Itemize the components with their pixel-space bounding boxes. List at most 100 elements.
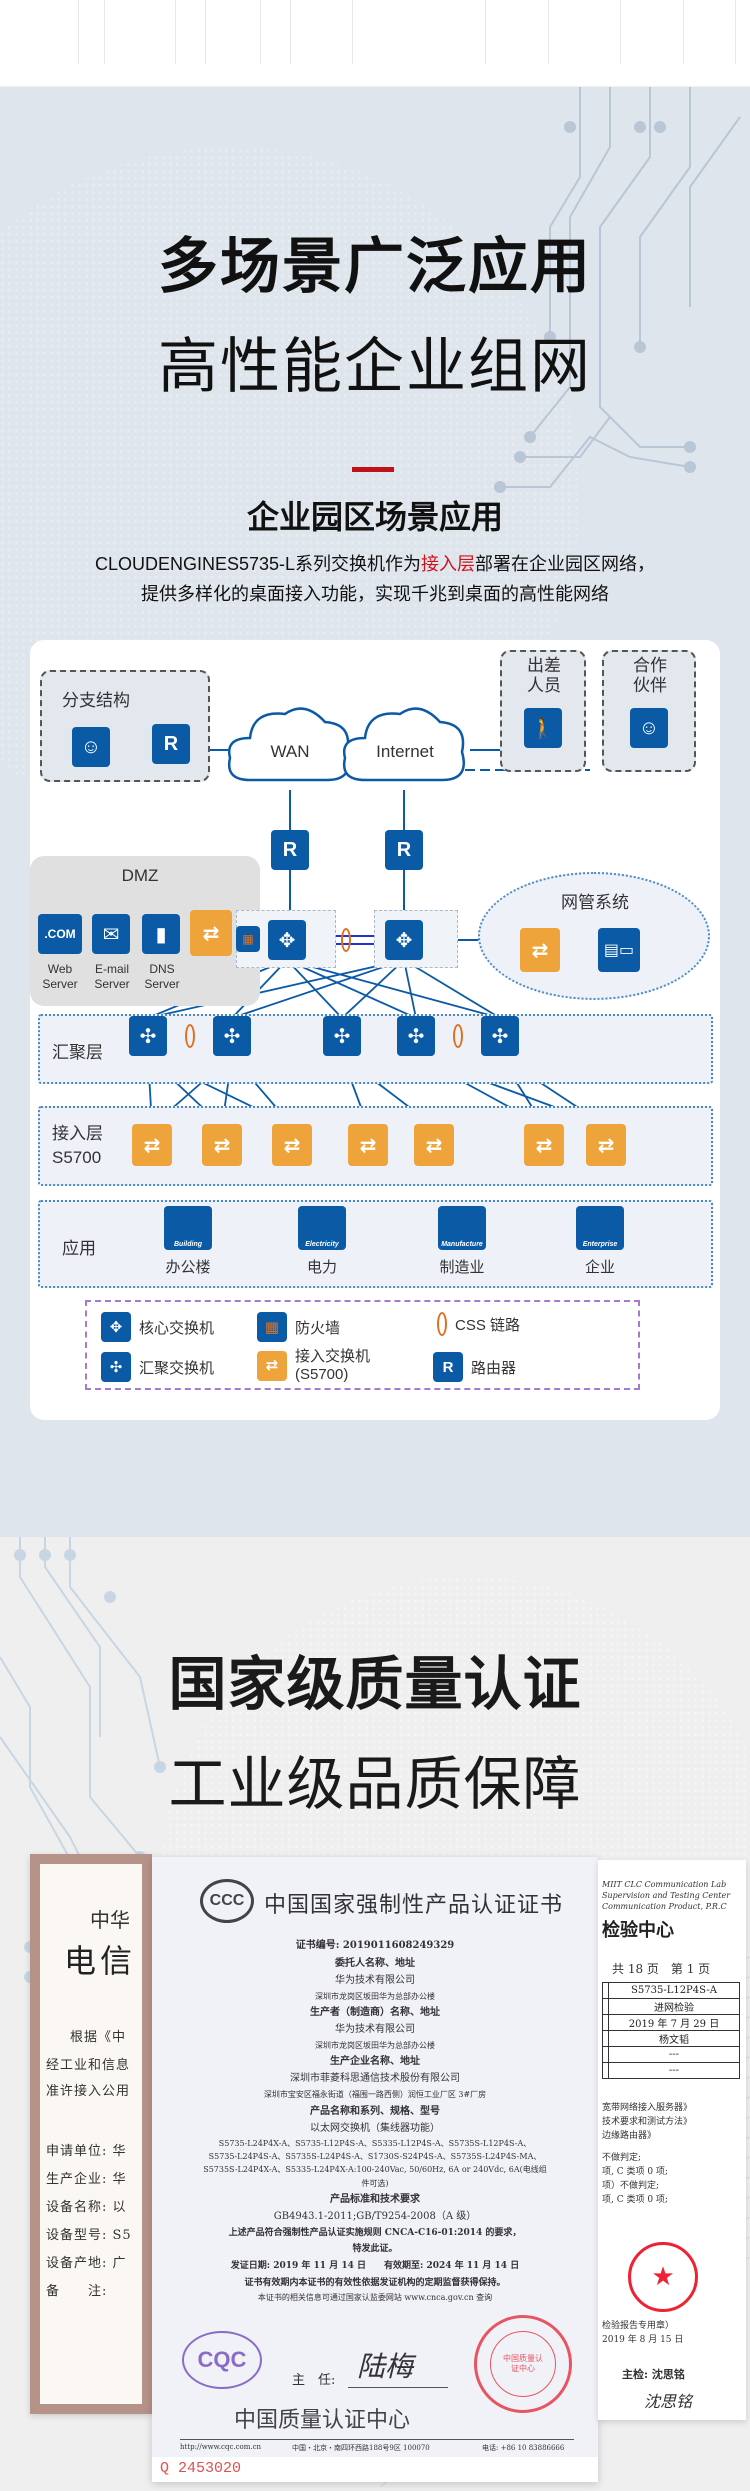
access-layer-name: 接入层 bbox=[52, 1124, 103, 1143]
cert-right-row: --- bbox=[602, 2062, 740, 2079]
core-switch-icon[interactable]: ✥ bbox=[385, 920, 423, 960]
cert-address: 中国・北京・南四环西路188号9区 100070 bbox=[292, 2444, 430, 2452]
cert-line-models3: S5735S-L24P4X-A、S5335-L24P4X-A:100-240Va… bbox=[203, 2165, 547, 2174]
cert-right-row: --- bbox=[602, 2046, 740, 2063]
legend-label-name: 接入交换机 bbox=[295, 1348, 371, 1365]
title-divider bbox=[352, 467, 394, 472]
cert-right-row: 杨文韬 bbox=[602, 2030, 740, 2047]
branch-router-icon[interactable]: R bbox=[152, 724, 190, 764]
cert-left-text: 根据《中 bbox=[70, 2030, 127, 2045]
com-label: .COM bbox=[44, 927, 76, 941]
network-link bbox=[286, 959, 343, 1019]
nms-access-switch-icon[interactable]: ⇄ bbox=[520, 928, 560, 972]
agg-switch-icon[interactable]: ✣ bbox=[481, 1016, 519, 1056]
cert-left-value: 华 bbox=[112, 2144, 127, 2159]
cert-line-validity: 证书有效期内本证书的有效性依据发证机构的定期监督获得保持。 bbox=[244, 2278, 506, 2288]
agg-switch-icon: ✣ bbox=[101, 1352, 131, 1382]
router-icon: R bbox=[433, 1352, 463, 1382]
agg-layer-label: 汇聚层 bbox=[52, 1043, 103, 1062]
desc-highlight: 接入层 bbox=[421, 554, 476, 574]
dmz-access-switch-icon[interactable]: ⇄ bbox=[190, 910, 232, 956]
firewall-icon[interactable]: ▦ bbox=[236, 926, 260, 952]
cert-right-row: 2019 年 7 月 29 日 bbox=[602, 2014, 740, 2031]
cert-right-cell: 进网检验 bbox=[608, 1998, 740, 2015]
ccc-logo-text: CCC bbox=[209, 1892, 245, 1909]
section-description: CLOUDENGINES5735-L系列交换机作为接入层部署在企业园区网络， 提… bbox=[0, 549, 750, 609]
cert-line-client-addr: 深圳市龙岗区坂田华为总部办公楼 bbox=[315, 1992, 435, 2001]
internet-cloud-icon[interactable] bbox=[340, 700, 470, 800]
traveler-icon[interactable]: 🚶 bbox=[524, 708, 562, 748]
app-manufacture-icon[interactable]: Manufacture bbox=[438, 1206, 486, 1250]
cqc-logo-icon: CQC bbox=[182, 2331, 262, 2389]
cert-line-factory-addr: 深圳市宝安区福永街道（福围一路西侧）润恒工业厂区 3#厂房 bbox=[263, 2090, 487, 2099]
cert-title-line1: 国家级质量认证 bbox=[168, 1652, 582, 1717]
legend-firewall: ▦防火墙 bbox=[257, 1312, 340, 1342]
cert-line-maker-name: 华为技术有限公司 bbox=[335, 2024, 415, 2035]
internet-router-icon[interactable]: R bbox=[385, 830, 423, 870]
legend-label: 接入交换机(S5700) bbox=[295, 1348, 370, 1384]
network-link bbox=[403, 959, 501, 1019]
serial-strip: Q 2453020 bbox=[152, 2457, 598, 2482]
network-diagram-card: 分支结构 ☺ R WAN Internet 出差人员 🚶 合作伙伴 ☺ R R … bbox=[30, 640, 720, 1420]
access-switch-icon[interactable]: ⇄ bbox=[348, 1124, 388, 1166]
partner-label: 合作伙伴 bbox=[633, 656, 667, 695]
app-enterprise-icon[interactable]: Enterprise bbox=[576, 1206, 624, 1250]
section-title-line2: 高性能企业组网 bbox=[158, 333, 592, 400]
web-server-icon[interactable]: .COM bbox=[38, 914, 82, 954]
travel-group: 出差人员 🚶 bbox=[500, 650, 586, 772]
access-switch-icon[interactable]: ⇄ bbox=[524, 1124, 564, 1166]
cert-line-std: GB4943.1-2011;GB/T9254-2008（A 级） bbox=[273, 2211, 477, 2222]
cert-left-value: 广 bbox=[112, 2256, 127, 2271]
legend-core-switch: ✥核心交换机 bbox=[101, 1312, 214, 1342]
agg-switch-icon[interactable]: ✣ bbox=[213, 1016, 251, 1056]
agg-switch-icon[interactable]: ✣ bbox=[323, 1016, 361, 1056]
partner-icon[interactable]: ☺ bbox=[630, 708, 668, 748]
access-switch-icon[interactable]: ⇄ bbox=[586, 1124, 626, 1166]
access-switch-icon[interactable]: ⇄ bbox=[272, 1124, 312, 1166]
ccc-certificate: CCC 中国国家强制性产品认证证书 证书编号: 2019011608249329… bbox=[152, 1857, 598, 2482]
network-link bbox=[231, 959, 405, 1019]
nms-label: 网管系统 bbox=[561, 893, 629, 912]
wan-router-icon[interactable]: R bbox=[271, 830, 309, 870]
network-link bbox=[286, 959, 501, 1019]
desc-text: 部署在企业园区网络， bbox=[475, 554, 656, 574]
cqc-logo-text: CQC bbox=[197, 2347, 247, 2372]
app-label: 企业 bbox=[584, 1259, 615, 1276]
app-label: 电力 bbox=[306, 1259, 337, 1276]
dns-server-label: DNS Server bbox=[144, 962, 180, 991]
agg-switch-icon[interactable]: ✣ bbox=[397, 1016, 435, 1056]
cert-org-name: 中国质量认证中心 bbox=[233, 2408, 410, 2433]
branch-group: 分支结构 ☺ R bbox=[40, 670, 210, 782]
core-switch-icon[interactable]: ✥ bbox=[268, 920, 306, 960]
agg-switch-icon[interactable]: ✣ bbox=[129, 1016, 167, 1056]
router-glyph: R bbox=[442, 1358, 454, 1376]
app-layer-label: 应用 bbox=[62, 1239, 96, 1258]
access-switch-icon[interactable]: ⇄ bbox=[132, 1124, 172, 1166]
core-switch-icon: ✥ bbox=[101, 1312, 131, 1342]
branch-user-icon[interactable]: ☺ bbox=[72, 727, 110, 767]
nms-server-icon[interactable]: ▤▭ bbox=[598, 928, 640, 972]
access-switch-icon[interactable]: ⇄ bbox=[414, 1124, 454, 1166]
cert-right-cell: --- bbox=[608, 2046, 740, 2063]
desc-line2: 提供多样化的桌面接入功能，实现千兆到桌面的高性能网络 bbox=[141, 584, 609, 604]
app-building-icon[interactable]: Building bbox=[164, 1206, 212, 1250]
app-electricity-icon[interactable]: Electricity bbox=[298, 1206, 346, 1250]
dns-server-icon[interactable]: ▮ bbox=[142, 914, 180, 954]
test-center-seal-icon: ★ bbox=[628, 2242, 698, 2312]
access-switch-icon[interactable]: ⇄ bbox=[202, 1124, 242, 1166]
cert-left-field: 设备产地: bbox=[46, 2256, 108, 2271]
dmz-label: DMZ bbox=[121, 866, 159, 885]
cert-serial: Q 2453020 bbox=[160, 2460, 242, 2477]
travel-label: 出差人员 bbox=[527, 656, 561, 695]
email-server-icon[interactable]: ✉ bbox=[92, 914, 130, 954]
cert-right-text: 不做判定; bbox=[602, 2153, 642, 2163]
cert-right-text: 边缘路由器》 bbox=[602, 2131, 657, 2141]
cqc-red-seal-icon: 中国质量认证中心 bbox=[474, 2315, 572, 2413]
diagram-legend: ✥核心交换机 ▦防火墙 CSS 链路 ✣汇聚交换机 ⇄接入交换机(S5700) … bbox=[85, 1300, 640, 1390]
cert-right-cell: 杨文韬 bbox=[608, 2030, 740, 2047]
cert-line-models2: S5735-L24P4S-A、S5735S-L24P4S-A、S1730S-S2… bbox=[208, 2152, 542, 2161]
app-label: 办公楼 bbox=[165, 1259, 211, 1276]
test-report-certificate: MIIT CLC Communication Lab Supervision a… bbox=[598, 1860, 746, 2420]
